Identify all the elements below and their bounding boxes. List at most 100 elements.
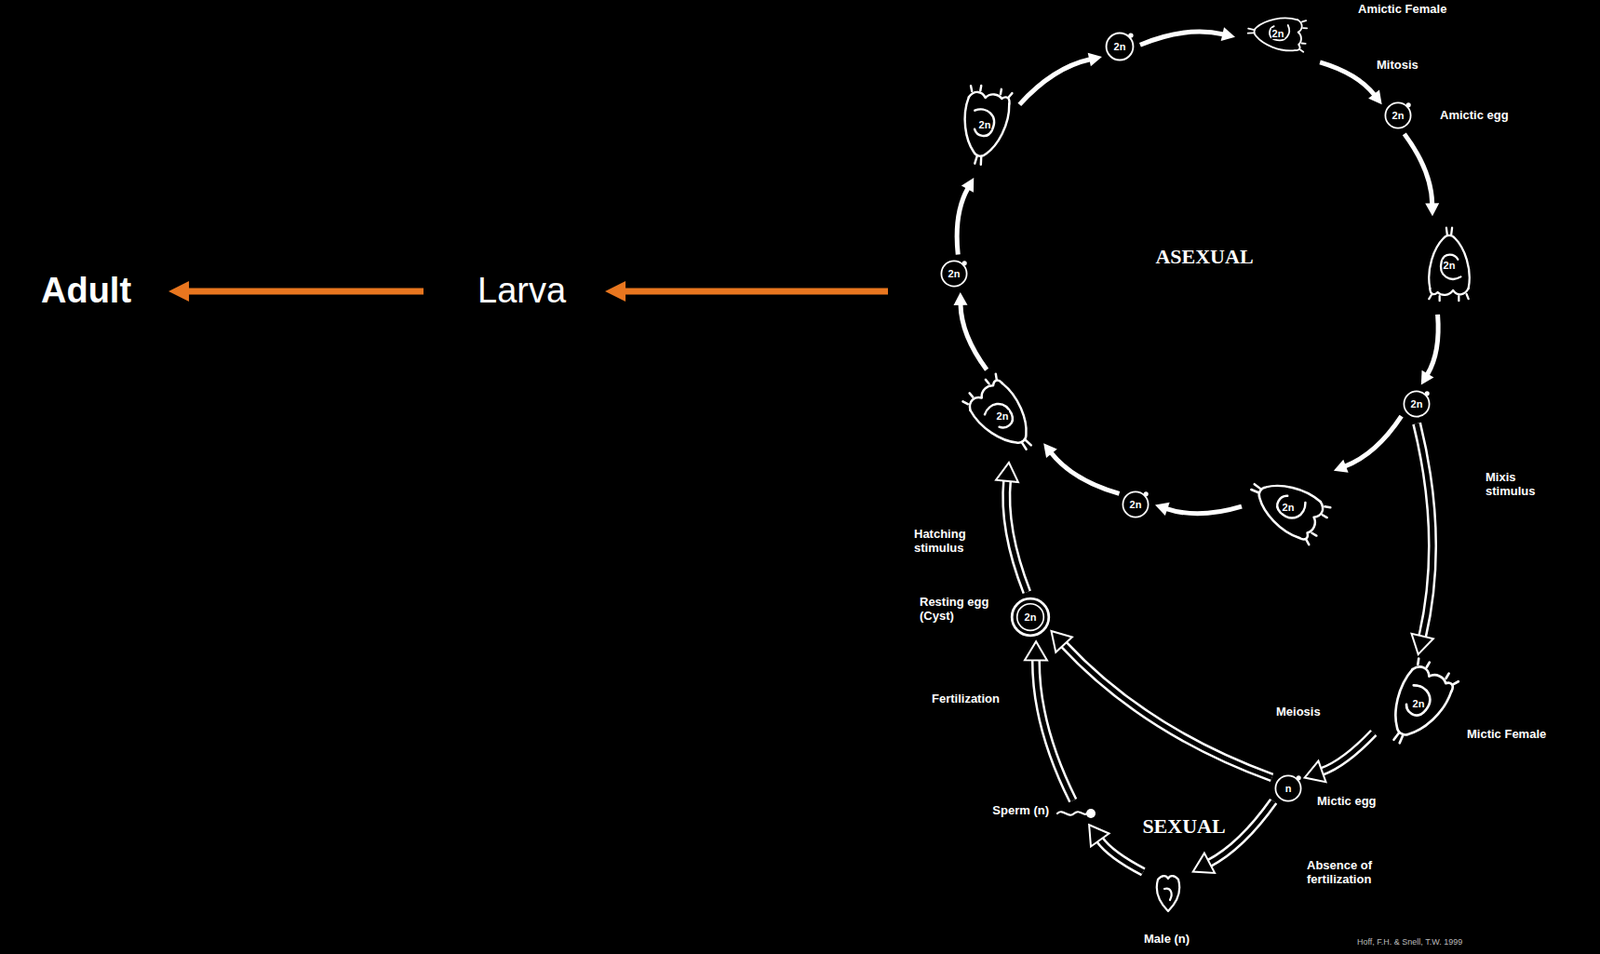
egg-circle: 2n (1103, 30, 1136, 63)
node-center: 2n (1246, 465, 1331, 550)
arrow-shaft (1099, 839, 1143, 873)
rotifer-drawing (1241, 468, 1333, 547)
arrow-label: Meiosis (1275, 704, 1322, 719)
rotifer-body (957, 96, 1010, 161)
arrow-shaft (1344, 416, 1402, 467)
rotifer-cilia (1415, 657, 1460, 687)
arrow-shaft-hollow (1062, 644, 1272, 779)
arrow-shaft (1050, 452, 1119, 494)
stage-name: Mictic egg (1316, 793, 1378, 808)
stage-arrow (605, 281, 888, 302)
arrow-head (1425, 202, 1439, 216)
arrow-head (1411, 633, 1434, 655)
stage-name: Sperm (n) (991, 803, 1050, 818)
rotifer-cilia (1428, 294, 1468, 301)
rotifer-crown (1299, 501, 1327, 542)
node-center (1055, 805, 1097, 822)
egg-shell (1106, 33, 1134, 61)
arrow-head (1368, 90, 1383, 106)
stage-label: Larva (477, 269, 566, 313)
egg-circle: 2n (1120, 489, 1151, 520)
node-center: 2n (1383, 100, 1413, 131)
egg-circle: 2n (1401, 389, 1432, 419)
stage-label: Adult (40, 269, 132, 313)
arrow-shaft (624, 288, 888, 296)
resting-egg: 2nResting egg (Cyst) (1009, 596, 1051, 638)
arrow-shaft (960, 304, 987, 370)
figure-outline (1055, 805, 1097, 822)
arrow-shaft (1321, 732, 1374, 772)
figure-outline (1146, 872, 1190, 915)
node-center: 2n (965, 374, 1040, 458)
rotifer-foot (1446, 228, 1453, 236)
sexual-arrow (1304, 732, 1374, 782)
cycle-arrow (1043, 443, 1119, 494)
rotifer-gut (982, 398, 1017, 433)
rotifer-crown (1412, 662, 1456, 692)
egg-knob (1425, 390, 1430, 396)
sperm-cell: Sperm (n) (1055, 805, 1097, 822)
rotifer-drawing (956, 83, 1013, 168)
source-credit: Hoff, F.H. & Snell, T.W. 1999 (1357, 937, 1463, 947)
ploidy-label: 2n (978, 119, 993, 131)
arrow-shaft (1019, 59, 1090, 106)
arrow-shaft (1426, 314, 1439, 376)
rotifer-gut (1400, 683, 1436, 720)
male-body (1156, 879, 1180, 912)
rotifer-drawing (960, 372, 1046, 462)
rotifer-foot (1250, 484, 1262, 494)
rotifer-figure: 2nMictic Female (1377, 658, 1460, 749)
egg-knob (1128, 32, 1133, 38)
cycle-arrow (1319, 62, 1383, 105)
cycle-arrow (956, 177, 974, 256)
stage-name: Mictic Female (1465, 726, 1547, 741)
stage-name: Resting egg (Cyst) (918, 594, 1007, 624)
ploidy-label: 2n (995, 410, 1010, 422)
egg-knob (1406, 102, 1412, 108)
cycle-arrow (1421, 314, 1439, 386)
rotifer-figure: 2n (954, 76, 1016, 174)
ploidy-label: 2n (1411, 698, 1426, 710)
egg-knob (962, 260, 968, 266)
stage-name: Male (n) (1142, 931, 1191, 946)
rotifer-body (1381, 668, 1453, 745)
cycle-arrow (1404, 134, 1439, 216)
ploidy-label: n (1284, 782, 1293, 794)
arrow-shaft (1404, 134, 1433, 204)
arrow-head (1088, 53, 1103, 68)
egg-shell (1122, 491, 1148, 517)
rotifer-figure: 2n (1246, 465, 1331, 550)
cycle-arrow (954, 292, 988, 370)
arrow-head (1024, 641, 1048, 660)
arrow-label: Mitosis (1375, 57, 1420, 72)
arrow-shaft-hollow (1035, 658, 1074, 801)
rotifer-foot (974, 155, 982, 165)
arrow-shaft-hollow (1006, 480, 1027, 592)
rotifer-cilia (961, 372, 999, 406)
cycle-arrow (1333, 416, 1402, 472)
sperm-tail (1057, 811, 1088, 816)
egg-circle: 2n (939, 258, 969, 289)
stage-arrow (168, 281, 424, 302)
rotifer-drawing (1376, 656, 1460, 753)
arrow-shaft (1319, 62, 1375, 95)
rotifer-figure: 2n (965, 374, 1040, 458)
ploidy-label: 2n (1442, 259, 1457, 271)
ploidy-label: 2n (1410, 398, 1425, 410)
arrow-shaft-hollow (1321, 732, 1374, 772)
node-center: 2n (1009, 596, 1051, 638)
rotifer-foot (1021, 439, 1032, 450)
arrow-head (1089, 824, 1109, 847)
cycle-arrow (1140, 26, 1236, 45)
rotifer-cilia (1299, 20, 1308, 53)
node-center: n (1273, 773, 1304, 804)
egg-circle: nMictic egg (1273, 773, 1304, 804)
cycle-arrow (1019, 53, 1103, 106)
arrow-head (1333, 459, 1349, 473)
stage-name: Amictic Female (1357, 1, 1448, 16)
arrow-head (1050, 631, 1072, 653)
egg-shell (941, 260, 967, 286)
rotifer-foot (1393, 731, 1404, 743)
arrow-label: Hatching stimulus (913, 526, 977, 556)
